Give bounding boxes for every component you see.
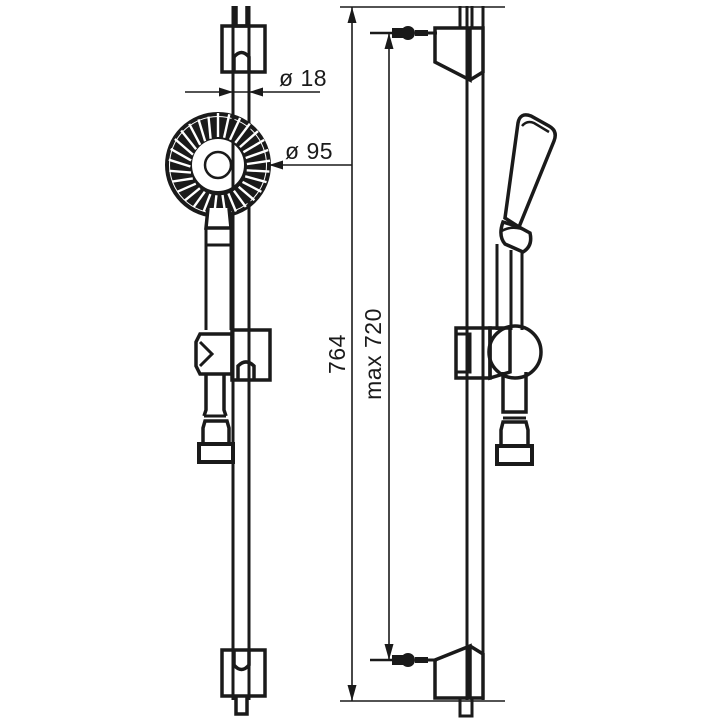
front-bottom-bracket xyxy=(220,648,267,716)
shower-head-front xyxy=(165,112,271,247)
dimension-total-height: 764 xyxy=(324,6,505,702)
side-shower-handle xyxy=(495,244,524,330)
bottom-mounting-screw xyxy=(370,653,437,667)
side-bottom-bracket xyxy=(433,643,485,718)
side-sliding-holder xyxy=(454,324,543,420)
front-view: ø 18 ø 95 xyxy=(165,6,352,716)
side-rail-tube xyxy=(465,6,485,700)
side-shower-head xyxy=(499,113,557,254)
front-sliding-holder xyxy=(194,328,272,382)
shower-head-diameter-label: ø 95 xyxy=(285,138,333,164)
front-shower-handle xyxy=(204,228,233,330)
side-top-bracket xyxy=(433,6,485,83)
total-rail-height-label: 764 xyxy=(324,334,350,374)
dimension-rail-diameter: ø 18 xyxy=(185,60,327,112)
top-mounting-screw xyxy=(370,26,437,40)
dimension-bracket-spacing: max 720 xyxy=(360,33,394,660)
max-bracket-spacing-label: max 720 xyxy=(360,308,386,400)
front-top-bracket xyxy=(220,6,267,74)
side-hose-connector xyxy=(495,420,534,466)
rail-diameter-label: ø 18 xyxy=(279,65,327,91)
dimension-head-diameter: ø 95 xyxy=(269,138,352,170)
side-view xyxy=(370,6,557,718)
front-rail-tube xyxy=(231,6,251,700)
front-hose-connector xyxy=(197,374,235,464)
